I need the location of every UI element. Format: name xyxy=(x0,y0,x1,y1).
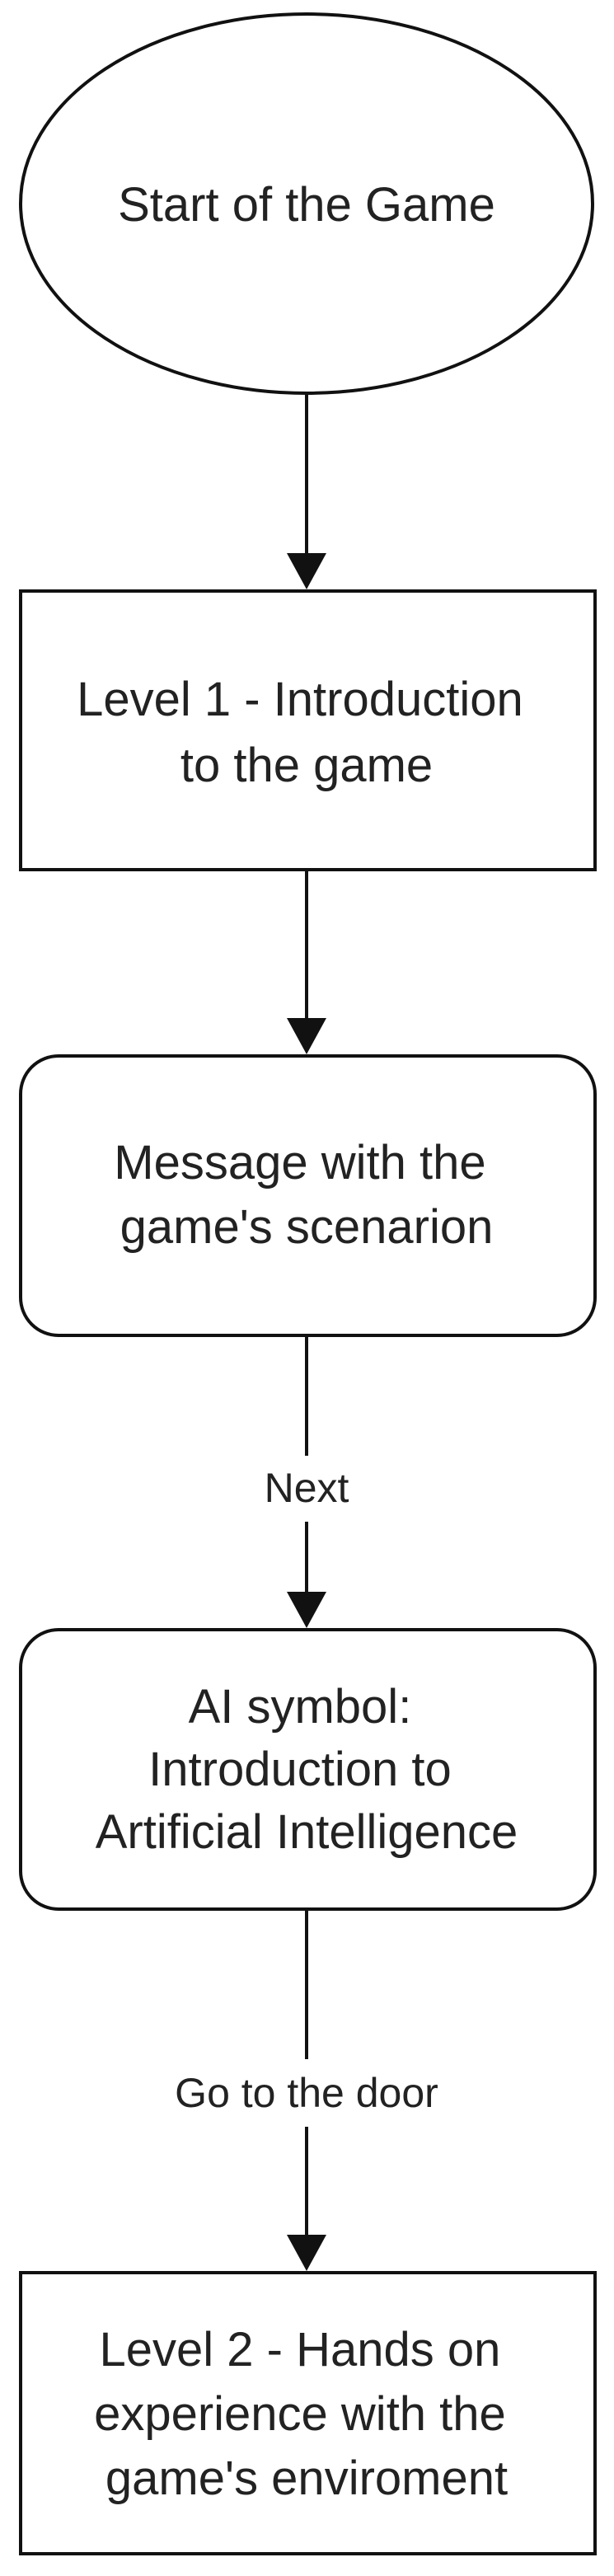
edge-start-to-level1 xyxy=(287,393,326,589)
node-start-label: Start of the Game xyxy=(118,178,495,232)
node-level2-label: Level 2 - Hands on experience with the g… xyxy=(94,2323,519,2505)
edge-label-background xyxy=(132,2059,481,2127)
edge-message-to-ai-symbol: Next xyxy=(247,1335,366,1628)
node-level2: Level 2 - Hands on experience with the g… xyxy=(19,2271,597,2555)
node-level1-label: Level 1 - Introduction to the game xyxy=(77,673,537,792)
arrowhead-icon xyxy=(287,2235,326,2271)
edge-label-go-to-the-door: Go to the door xyxy=(175,2070,438,2116)
level1-rectangle xyxy=(19,589,597,871)
arrowhead-icon xyxy=(287,1018,326,1054)
node-start: Start of the Game xyxy=(19,12,594,395)
edge-label-next: Next xyxy=(265,1465,349,1511)
node-message: Message with the game's scenarion xyxy=(19,1054,597,1337)
arrowhead-icon xyxy=(287,553,326,589)
edge-level1-to-message xyxy=(287,870,326,1054)
message-rounded-rectangle xyxy=(19,1054,597,1337)
edge-label-background xyxy=(247,1456,366,1522)
arrowhead-icon xyxy=(287,1592,326,1628)
node-ai-symbol: AI symbol: Introduction to Artificial In… xyxy=(19,1628,597,1911)
edge-ai-symbol-to-level2: Go to the door xyxy=(132,1909,481,2271)
node-ai-symbol-label: AI symbol: Introduction to Artificial In… xyxy=(96,1680,518,1859)
node-level1: Level 1 - Introduction to the game xyxy=(19,589,597,871)
node-message-label: Message with the game's scenarion xyxy=(114,1136,499,1254)
level2-rectangle xyxy=(19,2271,597,2555)
